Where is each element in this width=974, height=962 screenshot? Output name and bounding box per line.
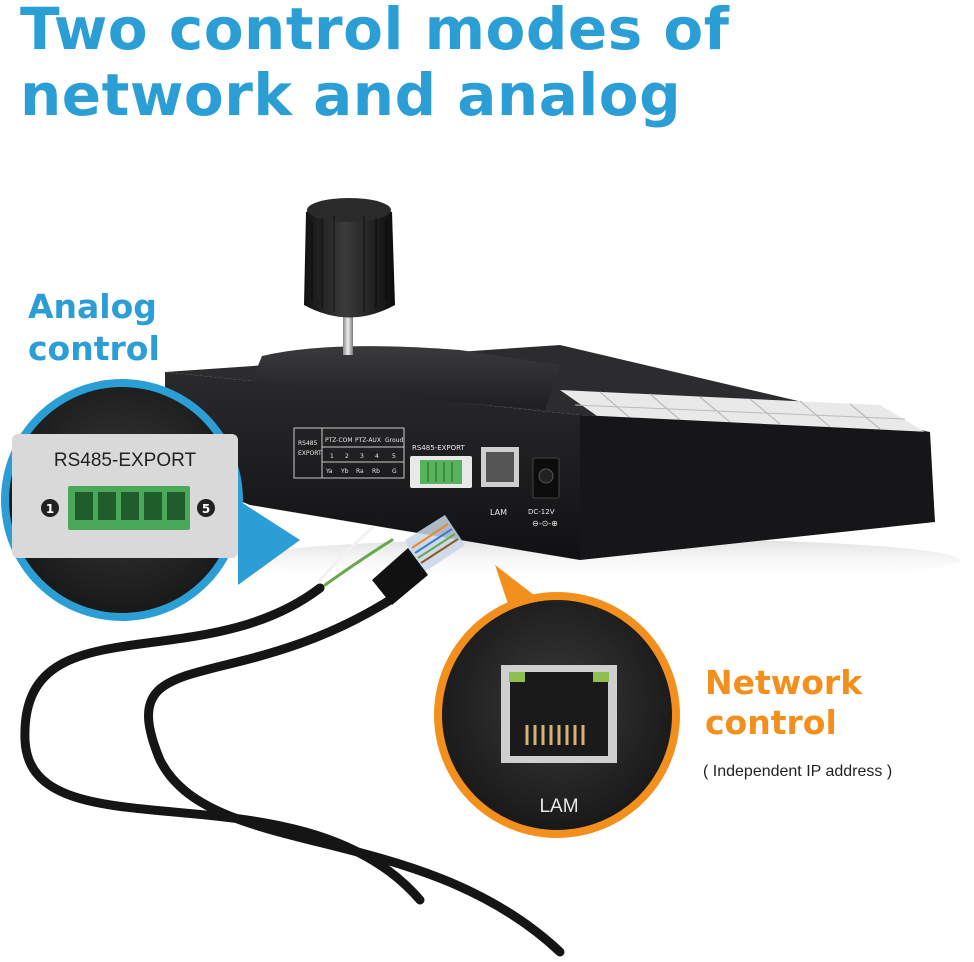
device-pin-1: 1 — [330, 453, 334, 460]
svg-text:EXPORT: EXPORT — [298, 450, 322, 457]
device-ptz-com: PTZ-COM — [325, 437, 353, 444]
device-pin-2: 2 — [345, 453, 349, 460]
lan-port-label: LAM — [539, 796, 578, 817]
device-rs485-label: RS485 — [298, 440, 318, 447]
cables — [20, 526, 565, 957]
pin-1-marker — [41, 499, 59, 517]
device-lan-label: LAM — [490, 508, 507, 517]
device-pin-name-5: G — [392, 468, 397, 475]
device-pin-5: 5 — [392, 453, 396, 460]
device-pin-name-2: Yb — [340, 468, 349, 475]
svg-text:⊖-⊙-⊕: ⊖-⊙-⊕ — [532, 519, 558, 528]
device-side-face — [580, 415, 935, 560]
analog-callout: RS485-EXPORT 1 5 — [1, 379, 300, 621]
network-control-title: Network control — [705, 663, 862, 743]
ptz-keyboard-controller: RS485 EXPORT PTZ-COM PTZ-AUX Groud 1 2 3… — [165, 345, 935, 560]
rs485-panel-label: RS485-EXPORT — [54, 450, 197, 471]
pin-5-number: 5 — [202, 502, 210, 516]
device-pin-3: 3 — [360, 453, 364, 460]
device-rs485-port-label: RS485-EXPORT — [412, 444, 465, 452]
device-rs485-terminal — [420, 460, 462, 484]
network-callout: LAM — [434, 565, 680, 838]
device-terminal-label: RS485 EXPORT PTZ-COM PTZ-AUX Groud 1 2 3… — [293, 427, 405, 479]
network-control-subtitle: ( Independent IP address ) — [703, 763, 893, 780]
analog-title-line-1: Analog — [28, 287, 157, 326]
rj45-plug — [372, 515, 465, 605]
device-pin-name-1: Ya — [325, 468, 333, 475]
rs485-wire-white — [318, 526, 374, 582]
rs485-cable — [20, 583, 425, 905]
device-rear-hump — [250, 346, 560, 410]
rj45-boot — [372, 548, 428, 605]
device-pin-4: 4 — [375, 453, 379, 460]
headline-line-2: network and analog — [20, 61, 682, 129]
rs485-wire-green — [323, 538, 394, 587]
headline-line-1: Two control modes of — [20, 0, 730, 63]
device-pin-name-4: Rb — [372, 468, 380, 475]
analog-control-title: Analog control — [28, 286, 160, 370]
keypad-keys — [560, 390, 925, 432]
device-ptz-aux: PTZ-AUX — [355, 437, 381, 444]
joystick-knob — [304, 204, 395, 318]
headline: Two control modes of network and analog — [20, 0, 730, 128]
lan-led-left — [509, 672, 525, 682]
device-pin-name-3: Ra — [356, 468, 364, 475]
analog-callout-pointer — [238, 500, 300, 585]
joystick-shaft — [343, 305, 353, 355]
network-title-line-2: control — [705, 703, 837, 742]
device-power-label: DC-12V — [528, 508, 555, 516]
lan-led-right — [593, 672, 609, 682]
terminal-slots — [75, 492, 185, 520]
device-front-face — [165, 372, 580, 560]
lan-contacts — [525, 725, 585, 745]
pin-5-marker — [197, 499, 215, 517]
network-title-line-1: Network — [705, 663, 863, 702]
analog-title-line-2: control — [28, 329, 160, 368]
ethernet-cable — [144, 595, 565, 957]
device-ground: Groud — [385, 437, 403, 444]
joystick — [304, 198, 395, 355]
pin-1-number: 1 — [46, 502, 54, 516]
